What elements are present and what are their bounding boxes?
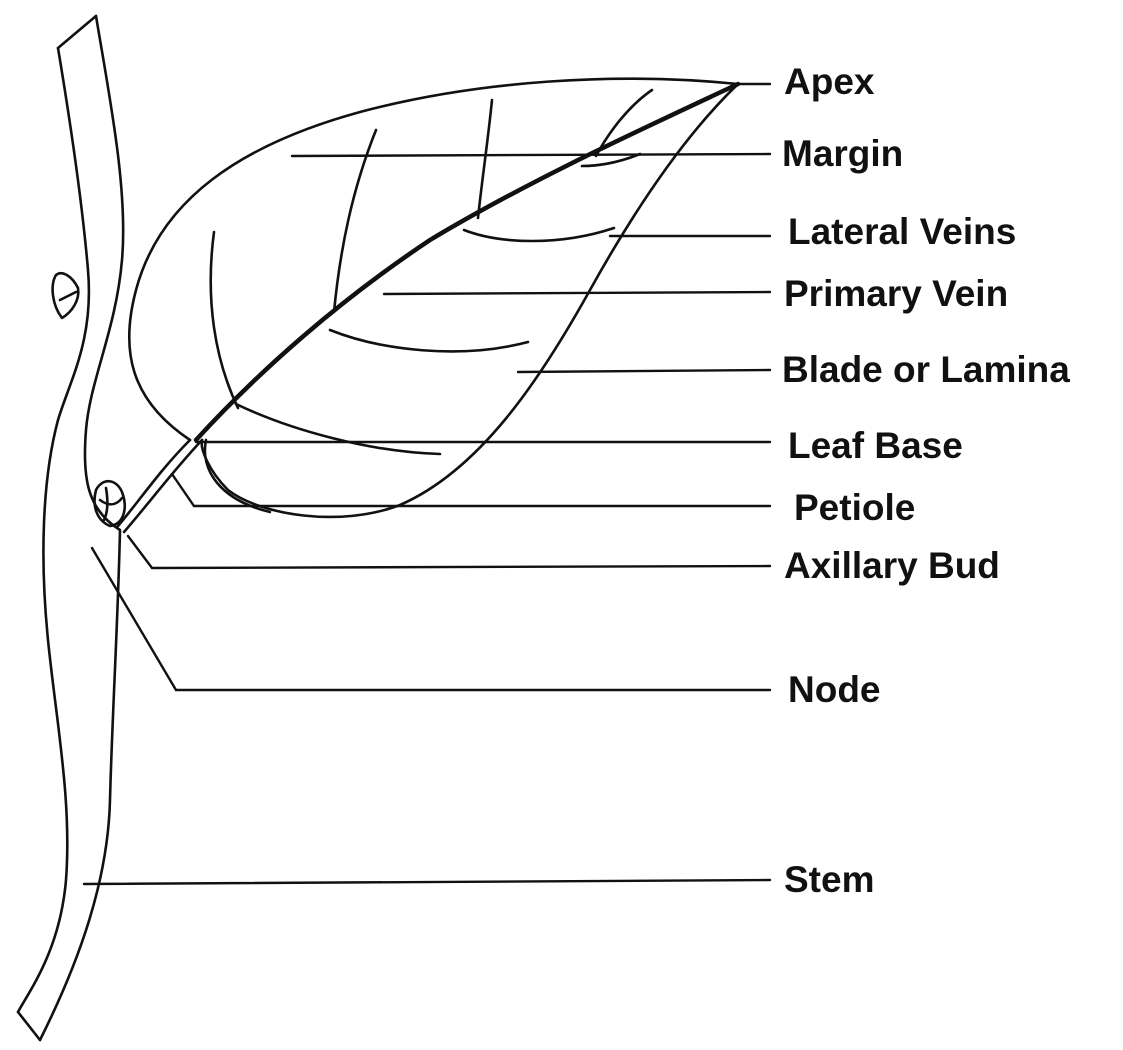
stem-right-edge (40, 16, 123, 1040)
stem-top-cap (58, 16, 96, 48)
leader-blade (518, 370, 770, 372)
leader-axillary-bud (128, 536, 770, 568)
petiole-line-b (124, 440, 202, 532)
lateral-vein-7 (330, 330, 528, 351)
leaf (118, 79, 738, 532)
leaf-upper-margin (129, 79, 738, 440)
label-blade: Blade or Lamina (782, 349, 1070, 390)
labels: Apex Margin Lateral Veins Primary Vein B… (782, 61, 1070, 900)
leader-primary-vein (384, 292, 770, 294)
label-lateral-veins: Lateral Veins (788, 211, 1016, 252)
lateral-vein-4 (211, 232, 238, 408)
label-axillary-bud: Axillary Bud (784, 545, 1000, 586)
stem-left-edge (18, 48, 89, 1012)
leader-stem (84, 880, 770, 884)
leader-node (92, 548, 770, 690)
leader-margin (292, 154, 770, 156)
label-margin: Margin (782, 133, 903, 174)
label-apex: Apex (784, 61, 875, 102)
leader-petiole (172, 474, 770, 506)
stem (18, 16, 123, 1040)
stem-bottom-cap (18, 1012, 40, 1040)
leaf-lower-margin (202, 84, 738, 517)
label-petiole: Petiole (794, 487, 915, 528)
axillary-bud (95, 481, 125, 526)
upper-stem-bud (53, 273, 79, 318)
primary-vein (196, 84, 738, 440)
lateral-vein-6 (464, 228, 614, 241)
label-node: Node (788, 669, 881, 710)
leader-lines (84, 84, 770, 884)
lateral-vein-2 (478, 100, 492, 218)
label-leaf-base: Leaf Base (788, 425, 963, 466)
label-stem: Stem (784, 859, 874, 900)
label-primary-vein: Primary Vein (784, 273, 1008, 314)
lateral-vein-8 (236, 404, 440, 454)
